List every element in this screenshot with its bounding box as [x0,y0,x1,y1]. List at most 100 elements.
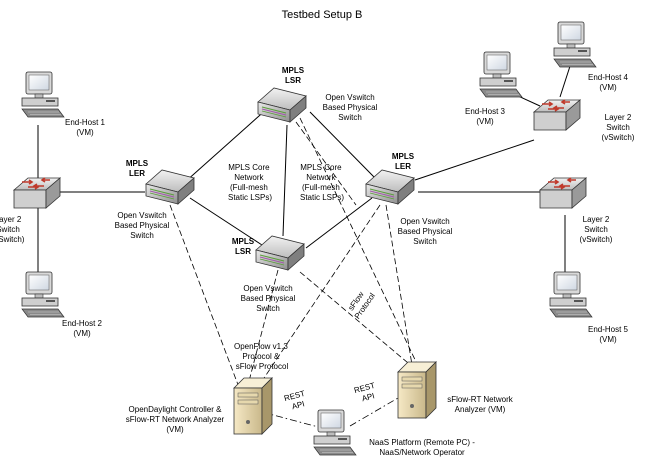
end-host-5-name: End-Host 5 [588,325,629,334]
opendaylight-controller: OpenDaylight Controller &sFlow-RT Networ… [126,377,273,435]
analyzer-line1: sFlow-RT Network [447,395,513,404]
right-switch-top-line2: Switch [606,123,630,132]
end-host-2-name: End-Host 2 [62,319,103,328]
core-network-label-right: MPLS Core Network (Full-mesh Static LSPs… [300,163,344,202]
pc-icon [21,71,65,118]
end-host-3-name: End-Host 3 [465,107,506,116]
ler-left-role-1: MPLS [126,159,149,168]
switch-icon [533,99,581,131]
right-switch-bottom-line3: (vSwitch) [580,235,613,244]
pc-icon [313,409,357,456]
end-host-1-vm: (VM) [76,128,94,137]
end-host-1-name: End-Host 1 [65,118,106,127]
controller-line1: OpenDaylight Controller & [129,405,223,414]
svg-text:End-Host 5(VM): End-Host 5(VM) [588,325,629,344]
controller-line3: (VM) [166,425,184,434]
end-host-4: End-Host 4(VM) [553,21,629,92]
lsr-top-desc-2: Based Physical [323,103,378,112]
left-switch-line3: (vSwitch) [0,235,25,244]
end-host-5-vm: (VM) [599,335,617,344]
naas-line2: NaaS/Network Operator [379,448,465,457]
pc-icon [479,51,523,98]
end-host-2: End-Host 2(VM) [21,271,103,338]
router-icon [257,87,307,123]
end-host-5: End-Host 5(VM) [549,271,629,344]
lsr-bottom-role-1: MPLS [232,237,255,246]
end-host-4-name: End-Host 4 [588,73,629,82]
router-icon [365,169,415,205]
left-switch-line2: Switch [0,225,20,234]
router-icon [255,235,305,271]
naas-platform: NaaS Platform (Remote PC) -NaaS/Network … [313,409,475,457]
pc-icon [553,21,597,68]
svg-text:End-Host 3(VM): End-Host 3(VM) [465,107,506,126]
rest-api-label-right: REST API [353,380,381,404]
end-host-3-vm: (VM) [476,117,494,126]
analyzer-line2: Analyzer (VM) [455,405,506,414]
left-switch-line1: Layer 2 [0,215,22,224]
end-host-1: End-Host 1(VM) [21,71,106,137]
sflow-protocol-label: sFlow Protocol [345,285,378,320]
ler-right-role-1: MPLS [392,152,415,161]
end-host-4-vm: (VM) [599,83,617,92]
ler-right-desc-3: Switch [413,237,437,246]
lsr-bottom-desc-3: Switch [256,304,280,313]
switch-icon [539,177,587,209]
ler-left-desc-2: Based Physical [115,221,170,230]
lsr-top-role-1: MPLS [282,66,305,75]
ler-left-role-2: LER [129,169,145,178]
svg-text:NaaS Platform (Remote PC) -Na: NaaS Platform (Remote PC) -NaaS/Network … [369,438,475,457]
switch-icon [13,177,61,209]
lsr-top-desc-3: Switch [338,113,362,122]
lsr-bottom-role-2: LSR [235,247,251,256]
ler-left-desc-1: Open Vswitch [117,211,166,220]
svg-text:End-Host 1(VM): End-Host 1(VM) [65,118,106,137]
right-switch-top-line1: Layer 2 [605,113,632,122]
ler-right-desc-2: Based Physical [398,227,453,236]
ler-left-desc-3: Switch [130,231,154,240]
svg-text:End-Host 2(VM): End-Host 2(VM) [62,319,103,338]
lsr-top-desc-1: Open Vswitch [325,93,374,102]
router-icon [145,169,195,205]
ler-right-role-2: LER [395,162,411,171]
svg-text:OpenDaylight Controller &sFlow: OpenDaylight Controller &sFlow-RT Networ… [126,405,225,434]
pc-icon [549,271,593,318]
diagram-title: Testbed Setup B [282,9,363,21]
svg-text:End-Host 4(VM): End-Host 4(VM) [588,73,629,92]
core-network-label-left: MPLS Core Network (Full-mesh Static LSPs… [228,163,272,202]
lsr-top-role-2: LSR [285,76,301,85]
end-host-2-vm: (VM) [73,329,91,338]
right-switch-bottom-line1: Layer 2 [583,215,610,224]
end-host-3: End-Host 3(VM) [465,51,523,126]
lsr-bottom-desc-2: Based Physical [241,294,296,303]
right-switch-top-line3: (vSwitch) [602,133,635,142]
ler-right-desc-1: Open Vswitch [400,217,449,226]
pc-icon [21,271,65,318]
openflow-label: OpenFlow v1.3 Protocol & sFlow Protocol [234,342,290,371]
rest-api-label-left: REST API [283,388,311,412]
right-switch-bottom-line2: Switch [584,225,608,234]
lsr-bottom-desc-1: Open Vswitch [243,284,292,293]
